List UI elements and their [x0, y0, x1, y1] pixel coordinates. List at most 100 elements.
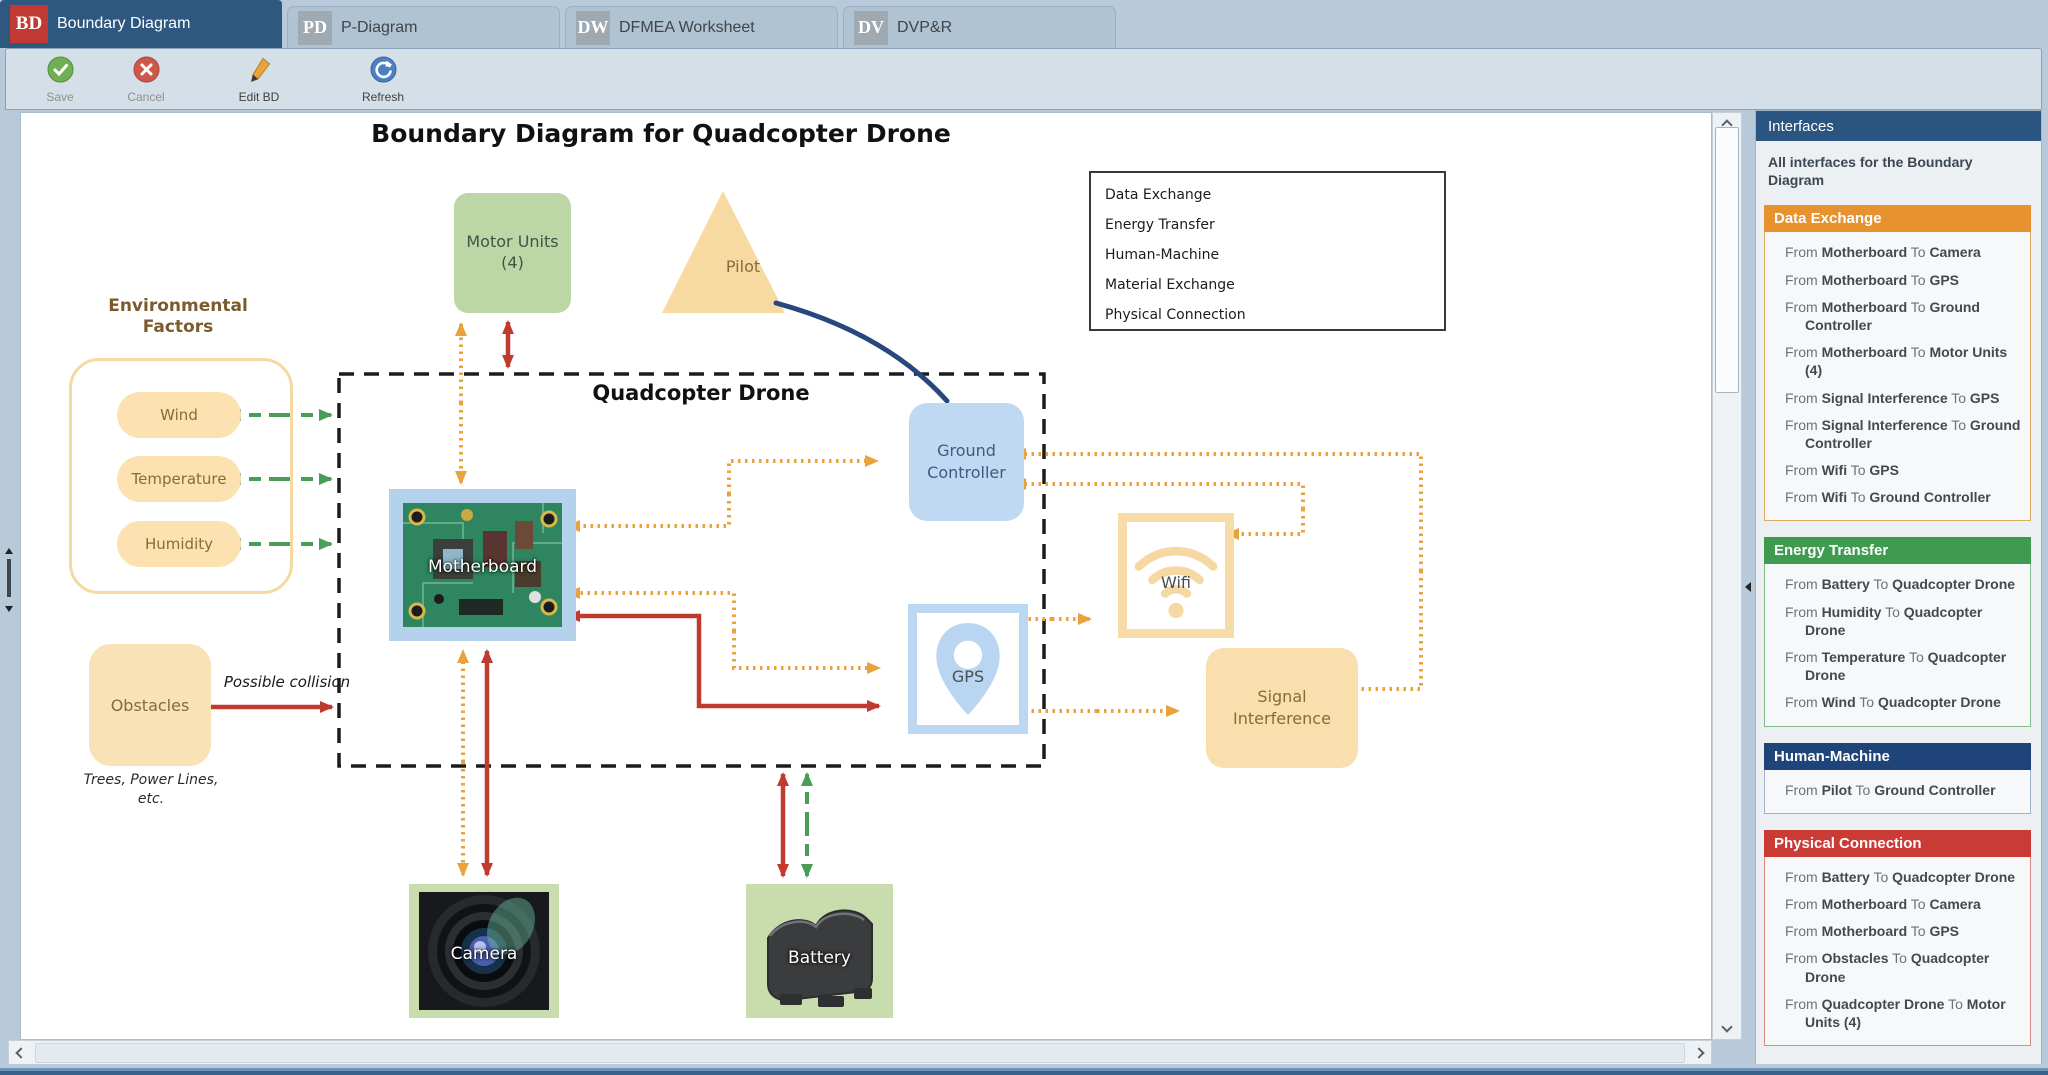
battery-label: Battery	[788, 948, 851, 969]
section-header: Data Exchange	[1764, 205, 2031, 233]
motherboard-photo	[403, 503, 562, 627]
edit-bd-label: Edit BD	[238, 90, 280, 104]
interface-item: From Motherboard To Motor Units (4)	[1785, 344, 2008, 379]
interface-item: From Motherboard To GPS	[1785, 923, 1960, 940]
node-pilot-label[interactable]: Pilot	[725, 257, 761, 276]
cancel-label: Cancel	[127, 90, 165, 104]
splitter-up-icon	[5, 548, 13, 554]
left-panel-splitter[interactable]	[1, 545, 17, 615]
interface-item: From Signal Interference To GPS	[1785, 389, 2000, 406]
node-temperature[interactable]: Temperature	[117, 456, 241, 502]
scroll-left-arrow[interactable]	[15, 1047, 27, 1059]
save-icon	[47, 56, 74, 83]
interface-item: From Motherboard To Camera	[1785, 244, 1981, 261]
legend-physical-connection-label: Physical Connection	[1105, 307, 1246, 323]
node-gps[interactable]: GPS	[908, 604, 1028, 734]
gps-label: GPS	[951, 666, 985, 686]
save-button[interactable]: Save	[27, 56, 93, 104]
section-physical-connection: Physical Connection From Battery To Quad…	[1764, 829, 2031, 1047]
node-wind[interactable]: Wind	[117, 392, 241, 438]
node-humidity[interactable]: Humidity	[117, 521, 241, 567]
interfaces-panel-title: Interfaces	[1756, 111, 2041, 141]
tab-bar: BD Boundary Diagram PD P-Diagram DW DFME…	[0, 0, 2048, 48]
dvpr-tab-icon: DV	[854, 10, 888, 45]
node-ground-controller[interactable]: Ground Controller	[909, 403, 1024, 521]
refresh-label: Refresh	[361, 90, 405, 104]
camera-label: Camera	[450, 944, 518, 965]
interface-item: From Humidity To Quadcopter Drone	[1785, 603, 1983, 638]
section-human-machine: Human-Machine From Pilot To Ground Contr…	[1764, 742, 2031, 814]
section-header: Human-Machine	[1764, 742, 2031, 770]
pencil-icon	[246, 56, 273, 83]
interface-item: From Signal Interference To Ground Contr…	[1785, 416, 2021, 451]
node-motor-units[interactable]: Motor Units (4)	[454, 193, 571, 313]
section-data-exchange: Data Exchange From Motherboard To Camera…	[1764, 205, 2031, 522]
interface-item: From Obstacles To Quadcopter Drone	[1785, 950, 1990, 985]
section-energy-transfer: Energy Transfer From Battery To Quadcopt…	[1764, 537, 2031, 727]
motherboard-label: Motherboard	[427, 557, 538, 578]
node-signal-interference[interactable]: Signal Interference	[1206, 648, 1358, 768]
interface-item: From Wifi To Ground Controller	[1785, 489, 1991, 506]
scroll-right-arrow[interactable]	[1693, 1047, 1705, 1059]
legend-energy-transfer-label: Energy Transfer	[1105, 217, 1215, 233]
tab-label: DVP&R	[897, 18, 953, 36]
boundary-diagram-tab-icon: BD	[10, 5, 48, 43]
legend-data-exchange-label: Data Exchange	[1105, 187, 1212, 203]
window-bottom-edge	[0, 1064, 2048, 1075]
refresh-button[interactable]: Refresh	[350, 56, 416, 104]
system-boundary-box	[337, 372, 1046, 768]
splitter-down-icon	[5, 606, 13, 612]
node-camera[interactable]: Camera	[409, 884, 559, 1018]
edit-bd-button[interactable]: Edit BD	[226, 56, 292, 104]
interfaces-panel: Interfaces All interfaces for the Bounda…	[1755, 110, 2042, 1066]
section-header: Energy Transfer	[1764, 537, 2031, 565]
interface-item: From Wifi To GPS	[1785, 462, 1899, 479]
p-diagram-tab-icon: PD	[298, 10, 332, 45]
interface-item: From Motherboard To GPS	[1785, 271, 1960, 288]
cancel-icon	[133, 56, 160, 83]
refresh-icon	[370, 56, 397, 83]
section-header: Physical Connection	[1764, 829, 2031, 857]
possible-collision-annotation: Possible collision	[223, 673, 351, 691]
tab-dfmea-worksheet[interactable]: DW DFMEA Worksheet	[565, 6, 838, 48]
pilot-node-shape[interactable]	[662, 191, 785, 313]
diagram-title: Boundary Diagram for Quadcopter Drone	[371, 119, 951, 148]
section-body: From Pilot To Ground Controller	[1764, 769, 2031, 814]
cancel-button[interactable]: Cancel	[113, 56, 179, 104]
horizontal-scrollbar-thumb[interactable]	[35, 1043, 1685, 1063]
node-motherboard[interactable]: Motherboard	[389, 489, 576, 641]
tab-p-diagram[interactable]: PD P-Diagram	[287, 6, 560, 48]
node-wifi[interactable]: Wifi	[1118, 513, 1234, 638]
dfmea-worksheet-tab-icon: DW	[576, 10, 610, 45]
map-pin-icon	[936, 623, 1000, 715]
environmental-factors-label: Environmental Factors	[108, 296, 248, 337]
tab-label: Boundary Diagram	[57, 15, 191, 32]
wifi-label: Wifi	[1161, 573, 1191, 593]
legend-material-exchange-label: Material Exchange	[1105, 277, 1235, 293]
interfaces-description: All interfaces for the Boundary Diagram	[1768, 154, 1973, 189]
vertical-scrollbar[interactable]	[1712, 112, 1742, 1040]
horizontal-scrollbar[interactable]	[8, 1040, 1712, 1066]
node-obstacles[interactable]: Obstacles	[89, 644, 211, 766]
interface-item: From Quadcopter Drone To Motor Units (4)	[1785, 995, 2006, 1030]
node-battery[interactable]: Battery	[746, 884, 893, 1018]
legend-human-machine-label: Human-Machine	[1105, 247, 1220, 263]
toolbar: Save Cancel Edit BD Refresh	[5, 48, 2042, 110]
scroll-down-arrow[interactable]	[1721, 1021, 1733, 1033]
vertical-scrollbar-thumb[interactable]	[1715, 127, 1739, 393]
tab-dvpr[interactable]: DV DVP&R	[843, 6, 1116, 48]
splitter-grip	[7, 559, 11, 597]
interface-item: From Battery To Quadcopter Drone	[1785, 576, 2016, 593]
diagram-canvas: Boundary Diagram for Quadcopter Drone	[20, 112, 1712, 1040]
collapse-left-icon	[1745, 582, 1751, 592]
interface-item: From Battery To Quadcopter Drone	[1785, 868, 2016, 885]
tab-boundary-diagram[interactable]: BD Boundary Diagram	[0, 0, 282, 48]
sidebar-splitter[interactable]	[1742, 112, 1755, 1066]
obstacle-examples-annotation: Trees, Power Lines, etc.	[83, 772, 219, 807]
interface-item: From Motherboard To Camera	[1785, 895, 1981, 912]
camera-photo	[419, 892, 549, 1010]
